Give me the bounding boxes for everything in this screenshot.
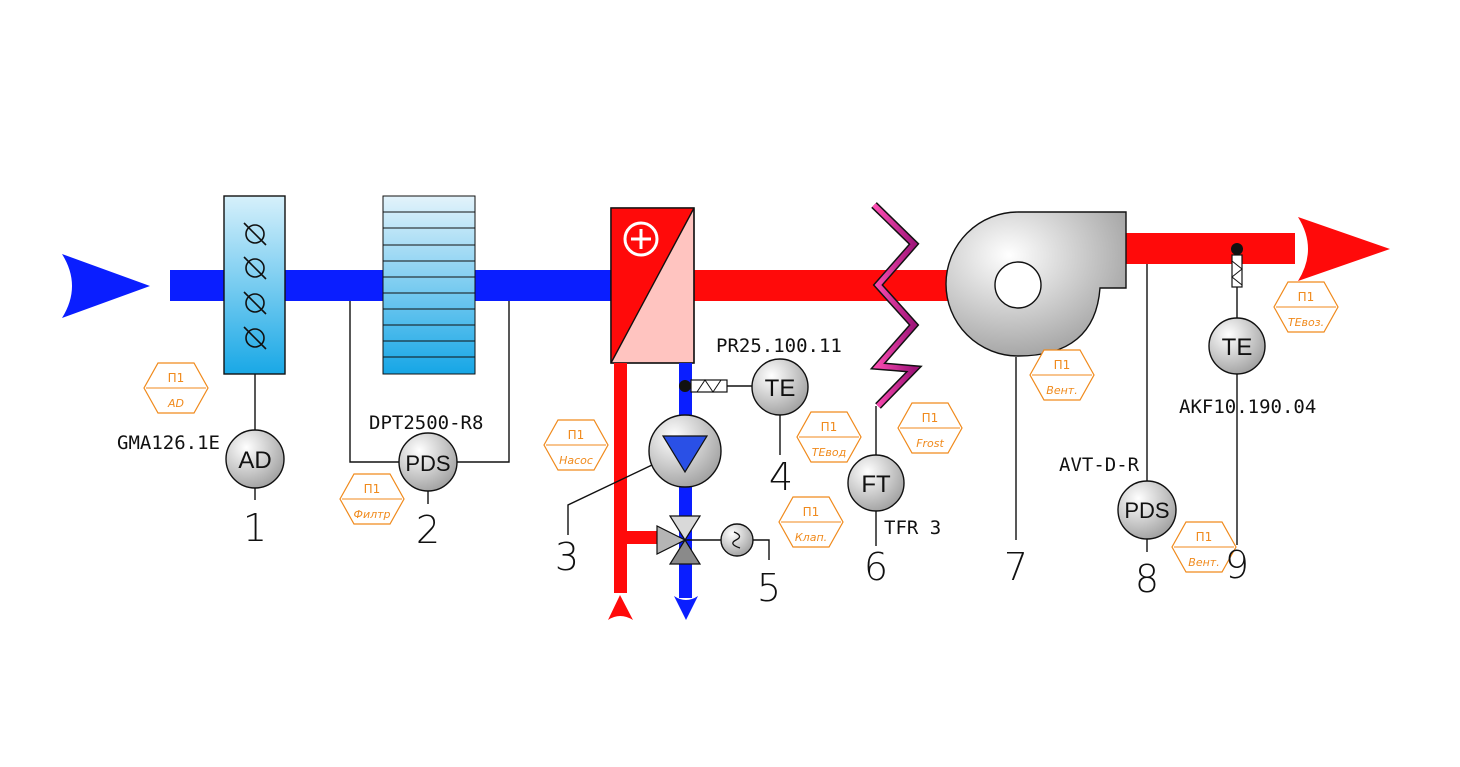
hot-water-supply-pipe: [614, 363, 627, 593]
heating-plus-icon: [623, 221, 659, 257]
filter-unit: PDS DPT2500-R8 2 П1 Филтр: [339, 195, 510, 552]
air-temp-tag-top: П1: [1298, 290, 1315, 304]
duct-probe-icon: [1231, 254, 1243, 288]
fan-pds-unit: PDS AVT-D-R 8 П1 Вент.: [1059, 264, 1237, 601]
frost-number: 6: [864, 545, 888, 589]
damper-sensor-label: AD: [238, 447, 271, 474]
pump-unit: 3 П1 Насос: [543, 414, 722, 579]
frost-tag[interactable]: П1 Frost: [897, 402, 963, 454]
frost-tag-top: П1: [922, 411, 939, 425]
frost-unit: FT TFR 3 6 П1 Frost: [847, 202, 963, 589]
frost-thermostat-sensor[interactable]: [847, 454, 905, 512]
water-temp-sensor-label: TE: [765, 375, 796, 402]
fan-tag[interactable]: П1 Вент.: [1029, 349, 1095, 401]
pump-number: 3: [555, 535, 579, 579]
pump-tag-bottom: Насос: [559, 454, 593, 467]
three-way-valve-icon[interactable]: [656, 515, 702, 565]
filter-box: [382, 195, 476, 375]
valve-number: 5: [757, 566, 781, 610]
return-water-arrow-icon: [674, 596, 698, 620]
fan-pds-model: AVT-D-R: [1059, 454, 1140, 476]
air-temp-tag[interactable]: П1 TEвоз.: [1273, 281, 1339, 333]
fan-number: 7: [1004, 545, 1028, 589]
air-temp-sensor-label: TE: [1222, 334, 1253, 361]
filter-tag-bottom: Филтр: [353, 508, 390, 521]
frost-sensor-label: FT: [861, 471, 891, 498]
filter-number: 2: [416, 508, 440, 552]
damper-tag[interactable]: П1 AD: [143, 362, 209, 414]
hot-air-duct: [693, 270, 958, 301]
damper-tag-bottom: AD: [167, 397, 184, 410]
frost-model: TFR 3: [884, 517, 941, 539]
water-temp-sensor-unit: TE PR25.100.11 4 П1 TEвод: [679, 335, 862, 499]
fan-pds-number: 8: [1135, 557, 1159, 601]
air-temp-tag-bottom: TEвоз.: [1288, 316, 1324, 329]
damper-number: 1: [243, 506, 267, 550]
water-temp-model: PR25.100.11: [716, 335, 842, 357]
outlet-arrow-icon: [1298, 217, 1390, 281]
filter-pleats-icon: [383, 211, 475, 358]
damper-actuator-sensor[interactable]: [225, 429, 285, 489]
filter-tag[interactable]: П1 Филтр: [339, 473, 405, 525]
fan-tag-top: П1: [1054, 358, 1071, 372]
air-temp-number: 9: [1225, 543, 1249, 587]
inlet-arrow-icon: [62, 254, 150, 318]
water-temp-number: 4: [769, 455, 793, 499]
fan-pds-tag-bottom: Вент.: [1188, 556, 1219, 569]
air-temp-unit: TE AKF10.190.04 9 П1 TEвоз.: [1179, 243, 1339, 587]
fan-unit: 7 П1 Вент.: [945, 211, 1127, 589]
pump-tag-top: П1: [568, 428, 585, 442]
fan-pressure-sensor[interactable]: [1117, 480, 1177, 540]
valve-tag-bottom: Клап.: [795, 531, 827, 544]
fan-pds-tag[interactable]: П1 Вент.: [1171, 521, 1237, 573]
damper-unit: AD GMA126.1E 1 П1 AD: [117, 195, 286, 550]
pump-tag[interactable]: П1 Насос: [543, 419, 609, 471]
air-temp-model: AKF10.190.04: [1179, 396, 1316, 418]
hot-water-arrow-icon: [608, 595, 633, 620]
filter-tag-top: П1: [364, 482, 381, 496]
water-temp-tag[interactable]: П1 TEвод: [796, 411, 862, 463]
water-temp-sensor[interactable]: [751, 358, 809, 416]
damper-blade-icon: [243, 222, 267, 350]
frost-tag-bottom: Frost: [916, 437, 944, 450]
fan-pds-sensor-label: PDS: [1124, 498, 1169, 523]
valve-tag-top: П1: [803, 505, 820, 519]
water-heater: [610, 207, 695, 364]
filter-pressure-sensor[interactable]: [398, 432, 458, 492]
pump-triangle-icon: [661, 435, 709, 474]
damper-tag-top: П1: [168, 371, 185, 385]
valve-tag[interactable]: П1 Клап.: [778, 496, 844, 548]
valve-unit: 5 П1 Клап.: [656, 496, 844, 610]
fan-pds-tag-top: П1: [1196, 530, 1213, 544]
filter-sensor-label: PDS: [405, 451, 450, 476]
water-temp-tag-bottom: TEвод: [812, 446, 847, 459]
fan-tag-bottom: Вент.: [1046, 384, 1077, 397]
damper-model: GMA126.1E: [117, 432, 220, 454]
air-temp-sensor[interactable]: [1208, 317, 1266, 375]
hot-air-duct-outlet: [1125, 233, 1295, 264]
water-pipes: [608, 363, 698, 620]
water-temp-tag-top: П1: [821, 420, 838, 434]
hot-water-bypass-pipe: [627, 531, 657, 544]
filter-model: DPT2500-R8: [369, 412, 483, 434]
